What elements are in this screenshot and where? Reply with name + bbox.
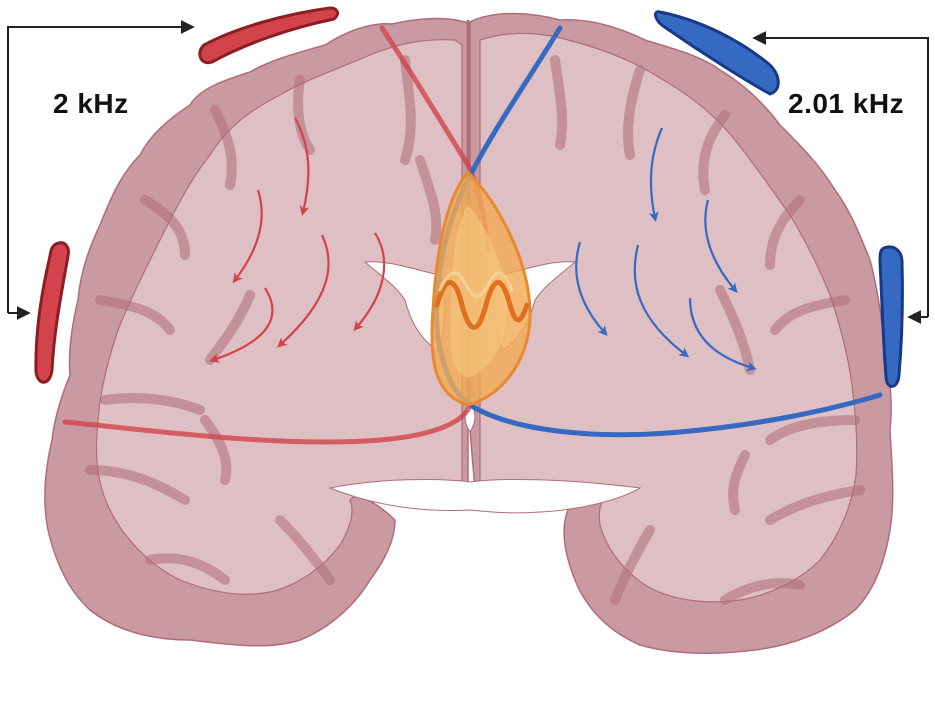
interference-zone xyxy=(430,169,532,407)
sulci-folds xyxy=(85,55,865,605)
red-current-path-horizontal xyxy=(62,402,473,445)
red-electrode-left xyxy=(34,241,70,384)
red-electrode-top xyxy=(198,6,339,65)
blue-current-path-horizontal xyxy=(467,392,883,438)
red-arrow xyxy=(209,287,274,363)
blue-arrow xyxy=(648,127,664,222)
brain-coronal-section xyxy=(44,12,894,654)
blue-arrow xyxy=(633,244,690,358)
interference-inner-glow xyxy=(450,205,508,378)
blue-arrow xyxy=(704,199,738,294)
brainstem-notch xyxy=(328,479,642,514)
blue-arrow xyxy=(575,241,608,336)
envelope-wave-icon xyxy=(438,271,514,298)
right-white-matter xyxy=(479,32,858,603)
left-field-arrows xyxy=(209,117,386,363)
red-arrow xyxy=(232,189,263,284)
blue-electrode-top xyxy=(654,10,780,96)
red-arrow xyxy=(277,234,330,348)
right-frequency-label: 2.01 kHz xyxy=(788,88,905,119)
right-electrodes xyxy=(654,10,904,388)
left-white-matter xyxy=(95,39,463,595)
right-field-arrows xyxy=(575,127,757,372)
red-arrow xyxy=(353,232,386,331)
blue-electrode-right xyxy=(878,245,904,388)
left-frequency-label: 2 kHz xyxy=(53,88,129,119)
left-circuit-connector xyxy=(7,20,195,320)
left-electrodes xyxy=(34,6,339,384)
right-circuit-connector xyxy=(752,31,929,324)
red-arrow xyxy=(294,117,310,216)
blue-arrow xyxy=(688,297,757,372)
sine-wave-icon xyxy=(434,280,530,330)
